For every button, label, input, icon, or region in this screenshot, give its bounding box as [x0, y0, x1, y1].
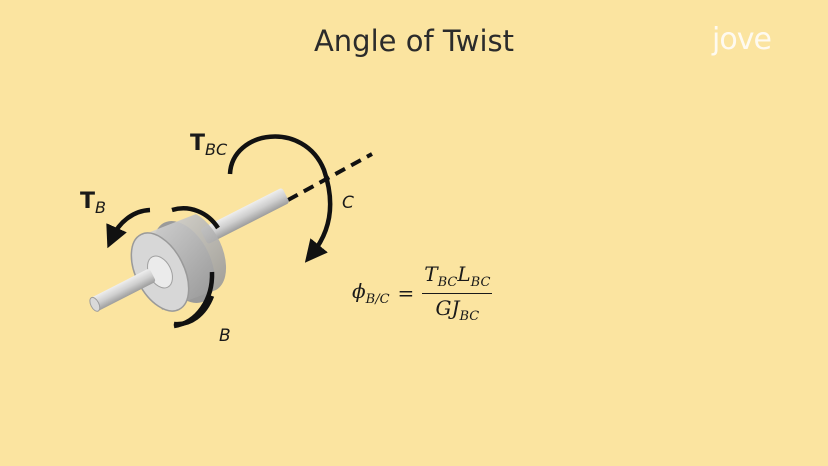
formula-fraction: TBCLBC GJBC: [422, 262, 493, 324]
formula-lhs: ϕB/C: [352, 279, 390, 307]
torque-b-arrow-bottom: [173, 271, 215, 329]
shaft: [201, 188, 289, 244]
torque-bc-arrow: [227, 134, 333, 263]
page-title: Angle of Twist: [313, 24, 515, 58]
torque-b-arrow-back: [171, 206, 220, 230]
jove-logo: jove: [712, 22, 772, 57]
formula-denominator: GJBC: [435, 296, 480, 324]
axis-dashed-line: [287, 152, 373, 202]
point-b-label: B: [219, 326, 231, 346]
torque-b-label: TB: [80, 189, 106, 217]
formula-equals: =: [397, 281, 415, 305]
torque-bc-label: TBC: [190, 131, 228, 159]
point-c-label: C: [342, 193, 354, 213]
disk-b: [130, 214, 227, 312]
shaft-front: [89, 269, 156, 312]
formula-numerator: TBCLBC: [422, 262, 493, 294]
angle-of-twist-formula: ϕB/C = TBCLBC GJBC: [352, 262, 493, 324]
